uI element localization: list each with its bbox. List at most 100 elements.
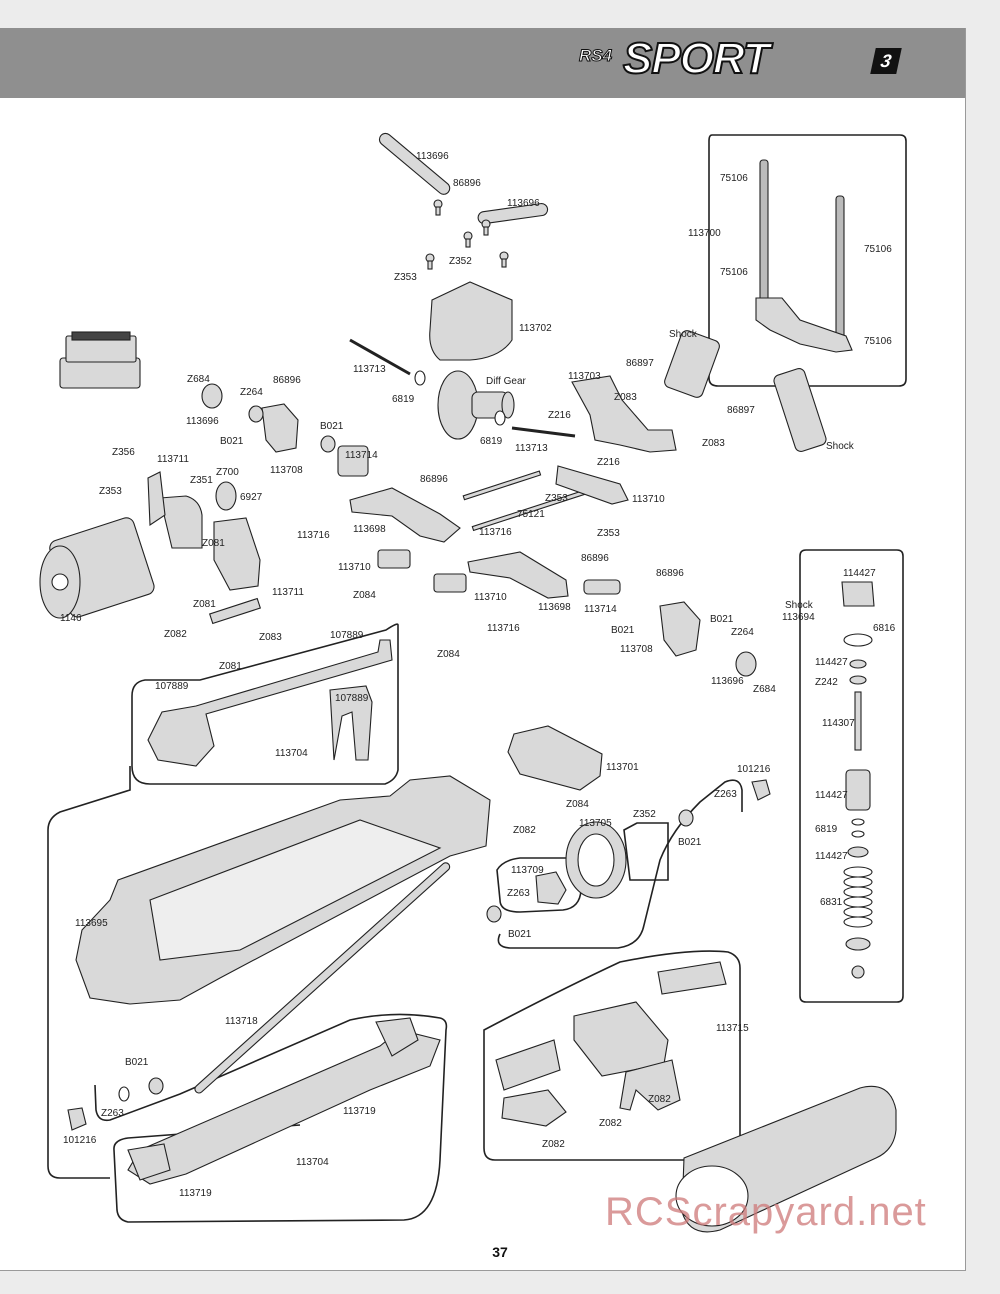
heatsink-strip xyxy=(208,597,262,625)
label-114307: 114307 xyxy=(822,718,855,729)
main-shaft-part xyxy=(194,862,451,1094)
label-z083: Z083 xyxy=(614,392,637,403)
battery-pack-part xyxy=(675,1085,897,1233)
label-z242: Z242 xyxy=(815,677,838,688)
shaft-113713 xyxy=(511,426,576,438)
label-z263: Z263 xyxy=(714,789,737,800)
pin-75121 xyxy=(462,470,542,501)
label-shock-c: Shock xyxy=(785,600,814,611)
battery-strap-part xyxy=(495,1039,561,1091)
label-z084: Z084 xyxy=(353,590,376,601)
label-113713-b: 113713 xyxy=(515,443,548,454)
bearing-b021-b xyxy=(320,435,336,453)
label-113704: 113704 xyxy=(275,748,308,759)
label-113716: 113716 xyxy=(479,527,512,538)
label-6819-c: 6819 xyxy=(815,824,838,835)
lower-plate-mount-b xyxy=(127,1143,171,1181)
label-75106-b: 75106 xyxy=(864,244,892,255)
label-75106-c: 75106 xyxy=(720,267,748,278)
label-113708-b: 113708 xyxy=(620,644,653,655)
rs4-sport3-logo: RS4 SPORT 3 xyxy=(578,33,913,86)
label-b021-b: B021 xyxy=(320,421,344,432)
label-113698: 113698 xyxy=(353,524,386,535)
rear-arm-part xyxy=(349,487,461,543)
front-bumper-part xyxy=(507,725,603,791)
label-113695: 113695 xyxy=(75,918,108,929)
parts xyxy=(39,132,897,1233)
label-z684: Z684 xyxy=(187,374,210,385)
chassis-floor-detail xyxy=(149,819,442,961)
label-113711: 113711 xyxy=(157,454,189,465)
logo-main-text: SPORT xyxy=(622,33,771,84)
label-113714: 113714 xyxy=(345,450,378,461)
pinion-gear-part xyxy=(215,481,237,511)
label-diff-gear: Diff Gear xyxy=(486,376,526,387)
label-113710: 113710 xyxy=(632,494,665,505)
label-113703: 113703 xyxy=(568,371,601,382)
label-shock-a: Shock xyxy=(669,329,698,340)
axle-113714-b xyxy=(583,579,621,595)
label-z082-b: Z082 xyxy=(513,825,536,836)
label-z084-b: Z084 xyxy=(437,649,460,660)
label-z353-b: Z353 xyxy=(99,486,122,497)
label-z081-b: Z081 xyxy=(193,599,216,610)
gear-101216 xyxy=(751,779,771,801)
manual-page: RS4 SPORT 3 xyxy=(0,28,966,1271)
outline-gear-loop xyxy=(497,779,743,949)
label-114427-c: 114427 xyxy=(815,790,848,801)
label-86896-b: 86896 xyxy=(273,375,301,386)
spur-hub-113709 xyxy=(535,871,567,905)
label-z084-c: Z084 xyxy=(566,799,589,810)
label-107889-c: 107889 xyxy=(335,693,369,704)
label-z081: Z081 xyxy=(202,538,225,549)
label-6819-b: 6819 xyxy=(480,436,503,447)
bearing-6819-b xyxy=(494,410,506,426)
label-113700: 113700 xyxy=(688,228,721,239)
label-75106-d: 75106 xyxy=(864,336,892,347)
lower-plate-mount-a xyxy=(375,1017,419,1057)
label-z082-d: Z082 xyxy=(599,1118,622,1129)
label-86896-c: 86896 xyxy=(420,474,448,485)
label-z083-b: Z083 xyxy=(702,438,725,449)
label-107889-b: 107889 xyxy=(155,681,189,692)
label-86896: 86896 xyxy=(453,178,481,189)
label-z700: Z700 xyxy=(216,467,239,478)
label-113696: 113696 xyxy=(416,151,449,162)
front-hub-part xyxy=(659,601,701,657)
bearing-b021-d xyxy=(486,905,502,923)
group-outlines xyxy=(47,134,907,1223)
shock-tower-rod-2 xyxy=(835,195,845,347)
label-114427: 114427 xyxy=(843,568,876,579)
label-113710-b: 113710 xyxy=(338,562,371,573)
label-b021-e: B021 xyxy=(678,837,702,848)
label-z353: Z353 xyxy=(394,272,417,283)
label-z356: Z356 xyxy=(112,447,135,458)
battery-holder-clip xyxy=(619,1059,681,1111)
label-113696-d: 113696 xyxy=(711,676,744,687)
front-shock-part-main xyxy=(773,368,827,452)
label-113719-b: 113719 xyxy=(179,1188,212,1199)
gearbox-housing-part xyxy=(429,281,513,361)
label-1146: 1146 xyxy=(60,613,82,624)
label-113705: 113705 xyxy=(579,818,612,829)
label-z216-b: Z216 xyxy=(597,457,620,468)
outline-chassis-loop xyxy=(131,623,399,785)
label-113696-b: 113696 xyxy=(507,198,540,209)
label-113710-c: 113710 xyxy=(474,592,507,603)
label-z216: Z216 xyxy=(548,410,571,421)
label-113708: 113708 xyxy=(270,465,303,476)
shock-tower-part xyxy=(571,375,677,453)
bearing-b021-c xyxy=(678,809,694,827)
label-b021-f: B021 xyxy=(508,929,532,940)
label-z352: Z352 xyxy=(449,256,472,267)
label-6816: 6816 xyxy=(873,623,896,634)
label-113701: 113701 xyxy=(606,762,639,773)
front-shock-stack xyxy=(841,581,875,979)
label-101216-b: 101216 xyxy=(63,1135,97,1146)
servo-mount-part xyxy=(329,685,373,761)
outline-main-loop xyxy=(47,766,131,1179)
label-z353-c: Z353 xyxy=(545,493,568,504)
motor-cover-part xyxy=(213,517,261,591)
front-arm-part xyxy=(467,551,569,599)
